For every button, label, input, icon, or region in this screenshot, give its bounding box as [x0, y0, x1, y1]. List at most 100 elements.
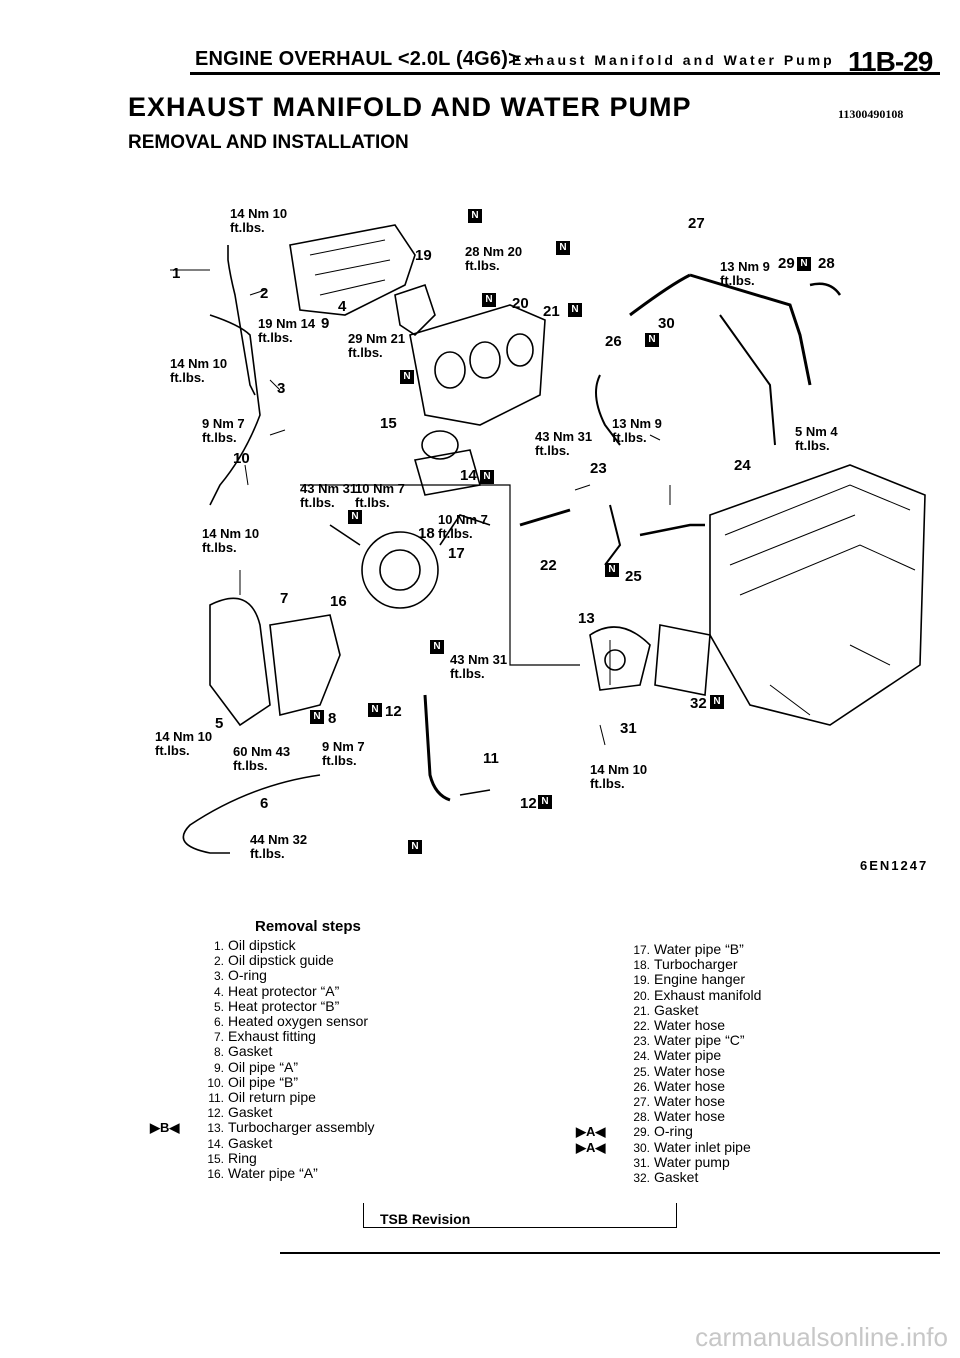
- step-text: Engine hanger: [654, 971, 746, 988]
- step-text: Oil return pipe: [228, 1089, 316, 1105]
- step-text: Water hose: [654, 1062, 726, 1079]
- step-number: 15.: [207, 1151, 224, 1166]
- step-number: 1.: [213, 939, 224, 953]
- step-number: 10.: [207, 1075, 224, 1090]
- callout-26: 26: [605, 333, 622, 350]
- step-text: Ring: [228, 1149, 257, 1166]
- callout-5: 5: [215, 715, 224, 732]
- callout-19: 19: [415, 247, 432, 264]
- step-text: Water pipe “A”: [228, 1165, 318, 1181]
- callout-16: 16: [330, 593, 347, 610]
- step-number: 22.: [633, 1019, 650, 1033]
- callout-9: 9: [321, 315, 330, 332]
- step-number: 9.: [213, 1060, 224, 1075]
- service-point-marker: ▶A◀: [576, 1139, 606, 1155]
- document-id: 11300490108: [838, 107, 904, 121]
- callout-24: 24: [734, 457, 751, 474]
- torque-spec: 10 Nm 7 ft.lbs.: [355, 481, 405, 510]
- step-number: 25.: [633, 1064, 650, 1079]
- torque-spec: 10 Nm 7 ft.lbs.: [438, 512, 488, 541]
- step-text: Heated oxygen sensor: [228, 1013, 369, 1029]
- torque-spec: 43 Nm 31 ft.lbs.: [450, 652, 508, 681]
- removal-step-item: 4.Heat protector “A”: [200, 983, 339, 1000]
- step-number: 16.: [207, 1167, 224, 1181]
- removal-step-item: 31. Water pump: [626, 1153, 730, 1171]
- removal-step-item: 29.O-ring: [626, 1124, 693, 1140]
- step-text: Water hose: [654, 1093, 726, 1109]
- step-text: Exhaust fitting: [228, 1028, 316, 1045]
- new-part-marker: N: [408, 840, 422, 854]
- new-part-marker: N: [348, 510, 362, 524]
- step-number: 18.: [633, 958, 650, 973]
- step-text: Water pipe “B”: [654, 941, 744, 957]
- callout-30: 30: [658, 315, 675, 332]
- step-number: 6.: [213, 1015, 224, 1029]
- torque-spec: 5 Nm 4 ft.lbs.: [795, 424, 838, 453]
- callout-8: 8: [328, 710, 337, 727]
- step-number: 31.: [633, 1155, 650, 1170]
- step-number: 3.: [213, 969, 224, 984]
- new-part-marker: N: [710, 695, 724, 709]
- torque-spec: 28 Nm 20 ft.lbs.: [465, 244, 523, 273]
- step-number: 17.: [633, 943, 650, 957]
- step-text: Water hose: [654, 1077, 726, 1094]
- removal-step-item: 30.Water inlet pipe: [626, 1139, 750, 1156]
- page-subtitle: REMOVAL AND INSTALLATION: [128, 132, 409, 153]
- service-point-marker: ▶B◀: [150, 1120, 180, 1136]
- removal-step-item: 27.Water hose: [626, 1094, 725, 1110]
- removal-step-item: 8.Gasket: [200, 1044, 272, 1060]
- step-number: 19.: [633, 973, 650, 988]
- callout-17: 17: [448, 545, 465, 562]
- step-text: Water pipe “C”: [654, 1032, 745, 1049]
- step-number: 29.: [633, 1125, 650, 1140]
- step-number: 4.: [213, 984, 224, 999]
- callout-3: 3: [277, 380, 286, 397]
- callout-29: 29: [778, 255, 795, 272]
- service-point-marker: ▶A◀: [576, 1124, 606, 1140]
- removal-steps-heading: Removal steps: [255, 918, 361, 935]
- step-text: Turbocharger: [654, 956, 738, 973]
- callout-23: 23: [590, 460, 607, 477]
- step-number: 26.: [633, 1079, 650, 1094]
- step-text: Gasket: [654, 1001, 699, 1018]
- removal-step-item: 21. Gasket: [626, 1001, 699, 1019]
- callout-10: 10: [233, 450, 250, 467]
- exploded-parts-diagram: 1 2 3 4 5 6 7 8 9 10 11 12 12 13 14 15 1…: [150, 185, 930, 885]
- removal-step-item: 25. Water hose: [626, 1062, 726, 1080]
- callout-22: 22: [540, 557, 557, 574]
- removal-step-item: 9. Oil pipe “A”: [200, 1058, 299, 1076]
- step-text: Oil pipe “A”: [228, 1058, 299, 1075]
- callout-21: 21: [543, 303, 560, 320]
- step-text: Oil dipstick guide: [228, 952, 334, 969]
- tsb-revision-box: TSB Revision: [363, 1203, 677, 1228]
- removal-step-item: 15. Ring: [200, 1149, 257, 1167]
- new-part-marker: N: [480, 470, 494, 484]
- new-part-marker: N: [482, 293, 496, 307]
- diagram-drawing: [170, 224, 926, 854]
- page-number: 11B-29: [848, 46, 933, 77]
- step-number: 24.: [633, 1049, 650, 1064]
- removal-step-item: 12.Gasket: [200, 1105, 272, 1121]
- callout-20: 20: [512, 295, 529, 312]
- step-text: Water pump: [654, 1153, 730, 1170]
- step-number: 11.: [208, 1091, 224, 1105]
- torque-spec: 13 Nm 9 ft.lbs.: [720, 259, 770, 288]
- torque-spec: 19 Nm 14 ft.lbs.: [258, 316, 316, 345]
- callout-13: 13: [578, 610, 595, 627]
- callout-4: 4: [338, 298, 347, 315]
- callout-14: 14: [460, 467, 477, 484]
- removal-step-item: 24.Water pipe: [626, 1048, 721, 1064]
- removal-step-item: 18. Turbocharger: [626, 956, 738, 973]
- step-number: 7.: [213, 1030, 224, 1045]
- step-number: 30.: [633, 1140, 650, 1155]
- callout-1: 1: [172, 265, 181, 282]
- removal-step-item: 1.Oil dipstick: [200, 938, 296, 954]
- step-number: 13.: [207, 1121, 224, 1136]
- step-number: 21.: [633, 1003, 650, 1018]
- torque-spec: 14 Nm 10 ft.lbs.: [202, 526, 260, 555]
- step-text: Gasket: [228, 1043, 273, 1060]
- new-part-marker: N: [430, 640, 444, 654]
- callout-7: 7: [280, 590, 289, 607]
- new-part-marker: N: [368, 703, 382, 717]
- watermark[interactable]: carmanualsonline.info: [695, 1322, 948, 1352]
